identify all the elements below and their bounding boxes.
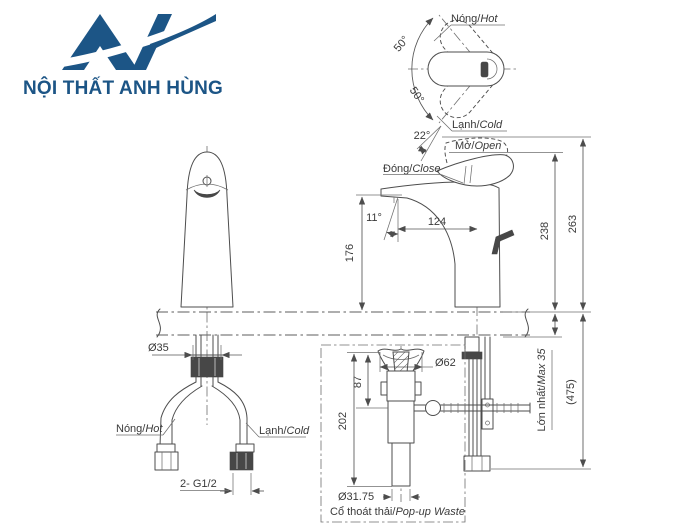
handle-open-position bbox=[444, 137, 509, 164]
brand-logo-icon bbox=[58, 10, 216, 70]
rod-ball-joint bbox=[425, 400, 441, 416]
spout-profile bbox=[380, 181, 501, 308]
dim-shank-diameter-label: Ø35 bbox=[148, 342, 169, 354]
dim-handle-angle-label: 22° bbox=[414, 130, 431, 142]
supply-connector-nut bbox=[463, 455, 491, 472]
dim-flange-diameter-label: Ø62 bbox=[435, 357, 456, 369]
dim-plug-height: 87 bbox=[347, 352, 388, 409]
dim-height-open: 263 bbox=[567, 138, 587, 311]
popup-rod bbox=[413, 400, 531, 416]
dim-spout-height: 176 bbox=[344, 194, 402, 311]
svg-text:Lạnh/Cold: Lạnh/Cold bbox=[452, 119, 503, 131]
lift-rod-clevis bbox=[481, 398, 494, 430]
dim-height-closed: 238 bbox=[539, 153, 559, 311]
svg-text:Lớn nhất/Max 35: Lớn nhất/Max 35 bbox=[536, 348, 548, 432]
brand-name: NỘI THẤT ANH HÙNG bbox=[22, 78, 224, 99]
handle-open-cold-position bbox=[439, 57, 498, 119]
waste-tailpipe bbox=[391, 442, 411, 487]
faucet-front-view: Ø35 2- G1/2 Nóng/Hot Lạnh/Cold bbox=[116, 146, 310, 495]
label-close: Đóng/Close bbox=[383, 163, 464, 184]
popup-lever bbox=[491, 229, 515, 255]
label-cold-front: Lạnh/Cold bbox=[245, 422, 310, 438]
dim-spray-angle: 11° bbox=[366, 196, 399, 242]
dim-tailpipe-diameter-label: Ø31.75 bbox=[338, 491, 374, 503]
angle-50-lower-label: 50° bbox=[407, 85, 426, 106]
popup-caption: Cổ thoát thải/Pop-up Waste bbox=[330, 506, 465, 518]
svg-text:Nóng/Hot: Nóng/Hot bbox=[451, 13, 498, 25]
counter-section-lines bbox=[156, 308, 530, 338]
handle-open-hot-position bbox=[439, 19, 498, 81]
brand-logo: NỘI THẤT ANH HÙNG bbox=[10, 4, 236, 104]
dim-deck-thickness: Lớn nhất/Max 35 bbox=[536, 313, 559, 432]
handle-top-view: 50° 50° Nóng/Hot Lạnh/Cold bbox=[392, 13, 518, 132]
svg-text:Nóng/Hot: Nóng/Hot bbox=[116, 423, 163, 435]
hot-hose-nut bbox=[154, 451, 179, 471]
label-hot-front: Nóng/Hot bbox=[116, 418, 176, 436]
dim-overall-height-label: (475) bbox=[565, 379, 577, 405]
dim-waste-length: 202 bbox=[337, 353, 392, 487]
side-underdeck-hardware bbox=[461, 336, 494, 472]
cold-hose-nut bbox=[229, 451, 254, 471]
dim-shank-diameter: Ø35 bbox=[148, 342, 242, 360]
label-hot-top: Nóng/Hot bbox=[433, 13, 505, 42]
popup-detail-box bbox=[320, 344, 466, 523]
dim-reach: 124 bbox=[397, 216, 478, 233]
svg-text:Lạnh/Cold: Lạnh/Cold bbox=[259, 425, 310, 437]
mounting-nut bbox=[190, 356, 224, 378]
angle-50-upper-label: 50° bbox=[392, 34, 412, 54]
dim-reach-label: 124 bbox=[428, 216, 446, 228]
dim-waste-length-label: 202 bbox=[337, 412, 349, 430]
dim-flange-diameter: Ø62 bbox=[379, 352, 456, 372]
handle-pivot-pin bbox=[480, 61, 489, 78]
dim-spray-angle-label: 11° bbox=[366, 212, 382, 224]
label-open: Mở/Open bbox=[455, 140, 501, 152]
dim-handle-angle: 22° bbox=[414, 125, 442, 162]
svg-text:Mở/Open: Mở/Open bbox=[455, 140, 501, 152]
dim-height-closed-label: 238 bbox=[539, 222, 551, 240]
svg-text:Đóng/Close: Đóng/Close bbox=[383, 163, 440, 175]
handle-closed-position bbox=[436, 154, 514, 187]
faucet-side-view: 22° Mở/Open Đóng/Close 11° 124 bbox=[344, 125, 591, 472]
dim-thread-size-label: 2- G1/2 bbox=[180, 478, 217, 490]
dim-height-open-label: 263 bbox=[567, 215, 579, 233]
dim-spout-height-label: 176 bbox=[344, 244, 356, 262]
dim-thread-size: 2- G1/2 bbox=[180, 473, 264, 495]
supply-hoses bbox=[154, 381, 255, 471]
label-cold-top: Lạnh/Cold bbox=[436, 115, 507, 132]
popup-waste-detail: Ø62 87 202 Ø31.75 C bbox=[320, 344, 531, 523]
handle-neutral-position bbox=[427, 51, 505, 87]
dim-tailpipe-diameter: Ø31.75 bbox=[338, 489, 420, 503]
dim-overall-height: (475) bbox=[565, 313, 587, 468]
